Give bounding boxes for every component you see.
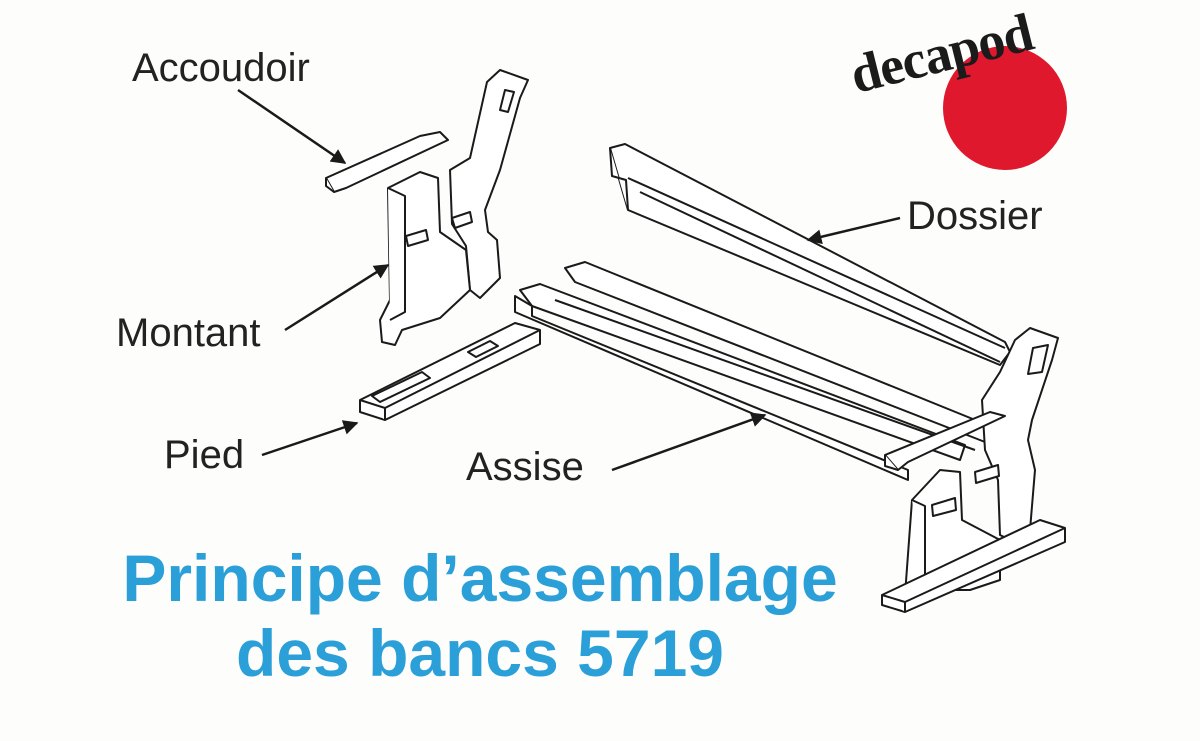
seat-arrow xyxy=(611,412,767,472)
foot-arrow xyxy=(261,420,359,457)
title-line-1: Principe d’assemblage xyxy=(122,541,838,615)
armrest-label: Accoudoir xyxy=(132,46,310,90)
title-line-2: des bancs 5719 xyxy=(236,616,724,690)
backrest-label: Dossier xyxy=(907,194,1043,238)
upright-arrow xyxy=(284,263,390,332)
bench-foot xyxy=(881,519,1066,613)
backrest-arrow xyxy=(806,216,901,245)
upright-label: Montant xyxy=(116,311,261,355)
exploded-foot xyxy=(359,322,541,421)
armrest-arrow xyxy=(237,88,347,165)
exploded-armrest xyxy=(325,131,449,193)
seat-label: Assise xyxy=(466,445,584,489)
foot-label: Pied xyxy=(164,433,245,477)
logo-circle xyxy=(943,46,1067,170)
bench-backrest xyxy=(609,143,1011,366)
exploded-upright xyxy=(379,69,529,346)
bench-armrest xyxy=(884,411,1006,471)
bench-seat xyxy=(514,261,996,481)
